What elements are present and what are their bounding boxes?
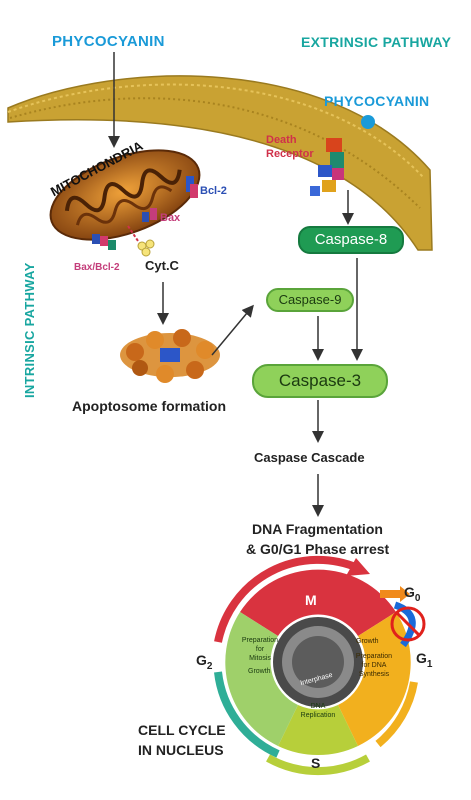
- phase-g1-label: G1: [416, 650, 432, 670]
- cell-cycle-line2: IN NUCLEUS: [138, 742, 224, 758]
- phase-arrest-label: & G0/G1 Phase arrest: [246, 541, 390, 557]
- g0-arrest-icon: [380, 586, 426, 648]
- prep-dna-line2: for DNA: [361, 662, 387, 669]
- bax-protein-icon: [142, 208, 157, 222]
- phycocyanin-dot-icon: [361, 115, 375, 129]
- cell-cycle-line1: CELL CYCLE: [138, 722, 226, 738]
- mitochondria-icon: [49, 149, 201, 241]
- phase-g1-segment: [338, 612, 411, 746]
- g1-sub: 1: [426, 658, 433, 670]
- phase-s-segment: [278, 705, 358, 756]
- prep-mitosis-line3: Mitosis: [249, 655, 271, 662]
- prep-dna-line3: Synthesis: [358, 671, 390, 678]
- apoptosome-label: Apoptosome formation: [72, 398, 226, 414]
- dna-replication-text: DNA Replication: [288, 702, 348, 720]
- phase-s-label: S: [311, 755, 321, 771]
- prep-mitosis-line2: for: [255, 646, 265, 653]
- growth-right-text: Growth: [356, 638, 379, 645]
- bax-bcl2-protein-icon: [92, 234, 116, 250]
- caspase-cascade-label: Caspase Cascade: [254, 450, 365, 465]
- apoptosome-icon: [120, 329, 220, 383]
- g2-sub: 2: [206, 660, 213, 672]
- dna-replication-line1: DNA: [310, 703, 326, 710]
- cytochrome-c-icon: [137, 239, 155, 257]
- g0-main: G: [404, 584, 415, 600]
- phase-g0-label: G0: [404, 584, 420, 604]
- dna-replication-line2: Replication: [300, 712, 336, 719]
- death-receptor-line2: Receptor: [266, 148, 314, 160]
- prep-mitosis-line1: Preparation: [241, 637, 279, 644]
- cytc-label: Cyt.C: [145, 258, 179, 273]
- prep-dna-line1: Preparation: [355, 653, 393, 660]
- intrinsic-pathway-label: INTRINSIC PATHWAY: [22, 262, 37, 398]
- g0-sub: 0: [414, 592, 421, 604]
- bcl2-label: Bcl-2: [200, 185, 227, 197]
- g1-main: G: [416, 650, 427, 666]
- caspase-8-node: Caspase-8: [298, 226, 404, 254]
- phycocyanin-label-left: PHYCOCYANIN: [52, 33, 165, 50]
- phase-m-segment: [240, 569, 396, 636]
- dna-fragmentation-label: DNA Fragmentation: [252, 521, 383, 537]
- growth-left-text: Growth: [248, 668, 271, 675]
- death-receptor-icon: [310, 138, 344, 196]
- g2-main: G: [196, 652, 207, 668]
- caspase-9-node: Caspase-9: [266, 288, 354, 312]
- bax-bcl2-label: Bax/Bcl-2: [74, 262, 120, 273]
- bcl2-protein-icon: [186, 176, 198, 198]
- phase-g2-label: G2: [196, 652, 212, 672]
- prep-dna-text: Preparation for DNA Synthesis: [345, 652, 403, 679]
- phase-g2-segment: [225, 612, 298, 746]
- cell-cycle-wheel: [214, 555, 418, 776]
- death-receptor-label: Death Receptor: [266, 133, 314, 161]
- phycocyanin-label-right: PHYCOCYANIN: [324, 93, 430, 109]
- prep-mitosis-text: Preparation for Mitosis: [230, 636, 290, 663]
- extrinsic-pathway-label: EXTRINSIC PATHWAY: [301, 34, 452, 50]
- caspase-3-node: Caspase-3: [252, 364, 388, 398]
- bax-label: Bax: [160, 212, 181, 224]
- cell-cycle-nucleus-label: CELL CYCLE IN NUCLEUS: [138, 720, 226, 760]
- phase-m-label: M: [305, 592, 317, 608]
- death-receptor-line1: Death: [266, 134, 297, 146]
